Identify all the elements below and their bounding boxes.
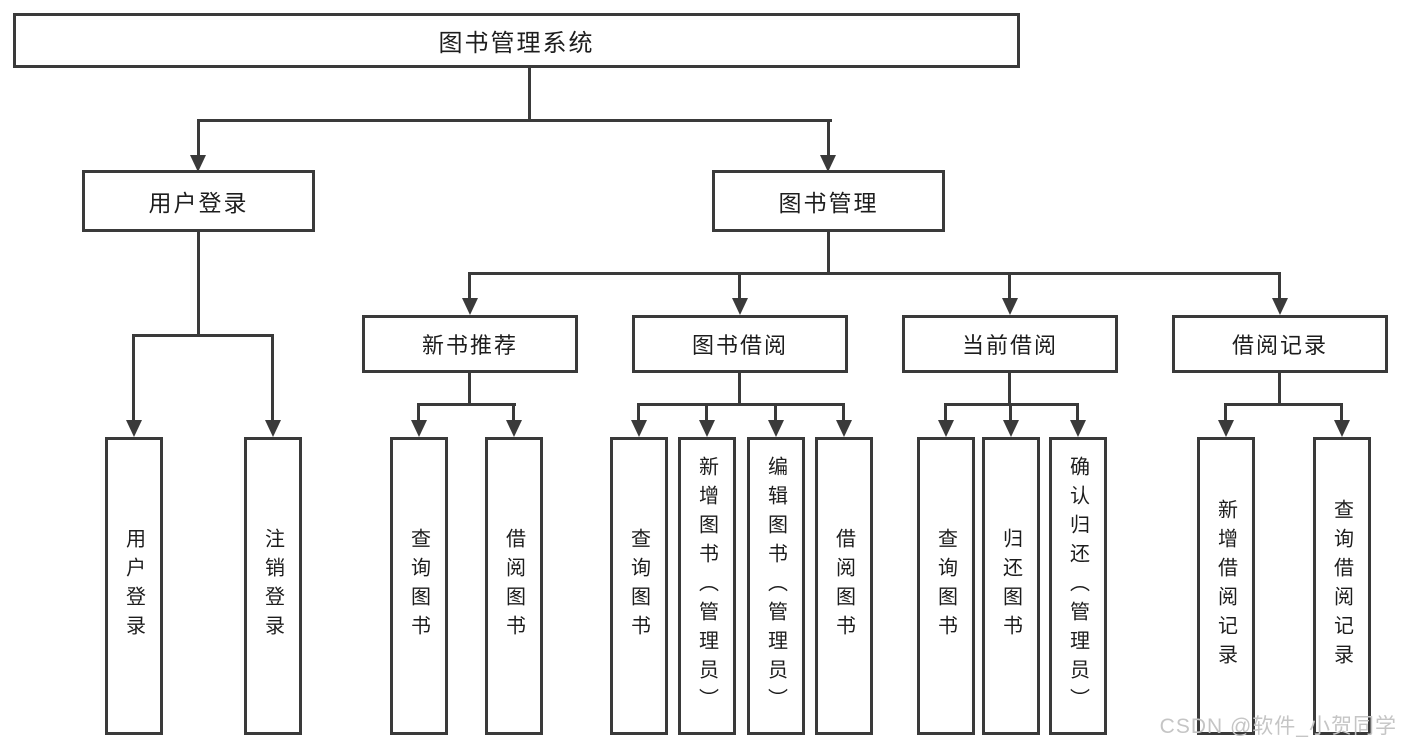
connector-line (1008, 371, 1011, 405)
arrowhead-down-icon (1218, 420, 1234, 437)
arrowhead-down-icon (631, 420, 647, 437)
arrowhead-down-icon (1334, 420, 1350, 437)
leaf-confirm-return-admin: 确认归还（管理员） (1049, 437, 1107, 735)
arrowhead-down-icon (732, 298, 748, 315)
node-user-login: 用户登录 (82, 170, 315, 232)
leaf-return-books: 归还图书 (982, 437, 1040, 735)
leaf-query-borrow-record: 查询借阅记录 (1313, 437, 1371, 735)
arrowhead-down-icon (411, 420, 427, 437)
arrowhead-down-icon (265, 420, 281, 437)
connector-line (132, 334, 274, 337)
connector-line (944, 403, 947, 421)
node-borrow-records: 借阅记录 (1172, 315, 1388, 373)
node-library-system: 图书管理系统 (13, 13, 1020, 68)
connector-line (827, 119, 830, 157)
arrowhead-down-icon (699, 420, 715, 437)
connector-line (468, 272, 471, 300)
connector-line (1278, 272, 1281, 300)
connector-line (738, 272, 741, 300)
arrowhead-down-icon (836, 420, 852, 437)
connector-line (705, 403, 708, 421)
connector-line (1009, 403, 1012, 421)
connector-line (827, 232, 830, 274)
connector-line (774, 403, 777, 421)
node-book-borrowing: 图书借阅 (632, 315, 848, 373)
connector-line (1008, 272, 1011, 300)
arrowhead-down-icon (506, 420, 522, 437)
node-book-management: 图书管理 (712, 170, 945, 232)
connector-line (738, 371, 741, 405)
connector-line (417, 403, 420, 421)
connector-line (197, 232, 200, 336)
connector-line (417, 403, 516, 406)
connector-line (842, 403, 845, 421)
arrowhead-down-icon (1003, 420, 1019, 437)
connector-line (528, 66, 531, 122)
arrowhead-down-icon (1272, 298, 1288, 315)
connector-line (637, 403, 640, 421)
connector-line (198, 119, 832, 122)
connector-line (512, 403, 515, 421)
connector-line (1340, 403, 1343, 421)
leaf-edit-books-admin: 编辑图书（管理员） (747, 437, 805, 735)
leaf-query-books-borrowing: 查询图书 (610, 437, 668, 735)
leaf-borrow-books-borrowing: 借阅图书 (815, 437, 873, 735)
leaf-add-borrow-record: 新增借阅记录 (1197, 437, 1255, 735)
csdn-watermark: CSDN @软件_小贺同学 (1159, 715, 1397, 738)
leaf-add-books-admin: 新增图书（管理员） (678, 437, 736, 735)
connector-line (197, 119, 200, 157)
connector-line (1278, 371, 1281, 405)
arrowhead-down-icon (462, 298, 478, 315)
leaf-borrow-books-recommend: 借阅图书 (485, 437, 543, 735)
leaf-query-books-current: 查询图书 (917, 437, 975, 735)
arrowhead-down-icon (938, 420, 954, 437)
connector-line (468, 272, 1281, 275)
connector-line (468, 371, 471, 405)
connector-line (1224, 403, 1227, 421)
node-current-borrowing: 当前借阅 (902, 315, 1118, 373)
leaf-logout-login: 注销登录 (244, 437, 302, 735)
leaf-query-books-recommend: 查询图书 (390, 437, 448, 735)
connector-line (271, 334, 274, 422)
connector-line (637, 403, 845, 406)
arrowhead-down-icon (190, 155, 206, 172)
connector-line (1076, 403, 1079, 421)
arrowhead-down-icon (768, 420, 784, 437)
connector-line (1224, 403, 1343, 406)
node-new-book-recommend: 新书推荐 (362, 315, 578, 373)
leaf-user-login: 用户登录 (105, 437, 163, 735)
connector-line (132, 334, 135, 422)
arrowhead-down-icon (820, 155, 836, 172)
arrowhead-down-icon (1002, 298, 1018, 315)
arrowhead-down-icon (1070, 420, 1086, 437)
arrowhead-down-icon (126, 420, 142, 437)
